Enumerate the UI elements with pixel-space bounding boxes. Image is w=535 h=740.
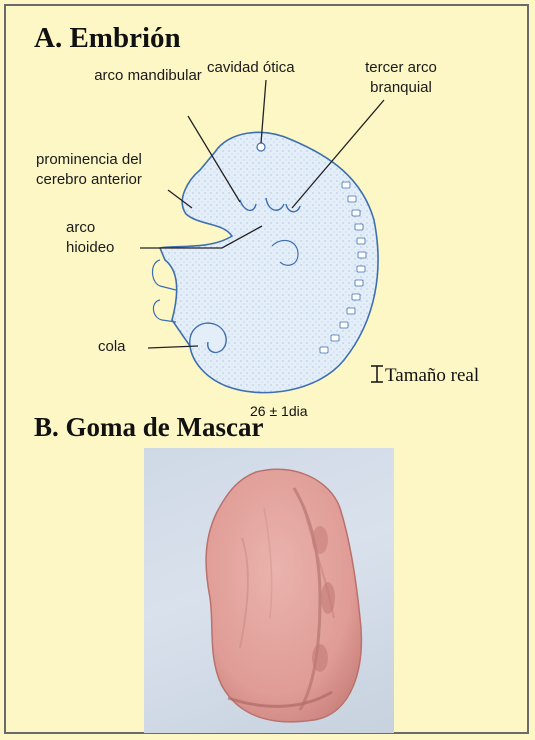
label-hyoid-arch: arco hioideo bbox=[66, 218, 126, 258]
gum-shape bbox=[144, 448, 394, 733]
label-third-arch: tercer arco branquial bbox=[346, 58, 456, 98]
age-label: 26 ± 1dia bbox=[250, 403, 308, 419]
label-forebrain-prominence: prominencia del cerebro anterior bbox=[36, 150, 176, 190]
chewing-gum-photo bbox=[144, 448, 394, 733]
label-tail: cola bbox=[98, 337, 126, 357]
scale-label: Tamaño real bbox=[385, 365, 479, 387]
section-b-title: B. Goma de Mascar bbox=[34, 412, 263, 443]
scale-bar bbox=[371, 366, 383, 382]
label-mandibular-arch: arco mandibular bbox=[88, 66, 208, 86]
label-otic-cavity: cavidad ótica bbox=[207, 58, 295, 78]
otic-cavity bbox=[257, 143, 265, 151]
